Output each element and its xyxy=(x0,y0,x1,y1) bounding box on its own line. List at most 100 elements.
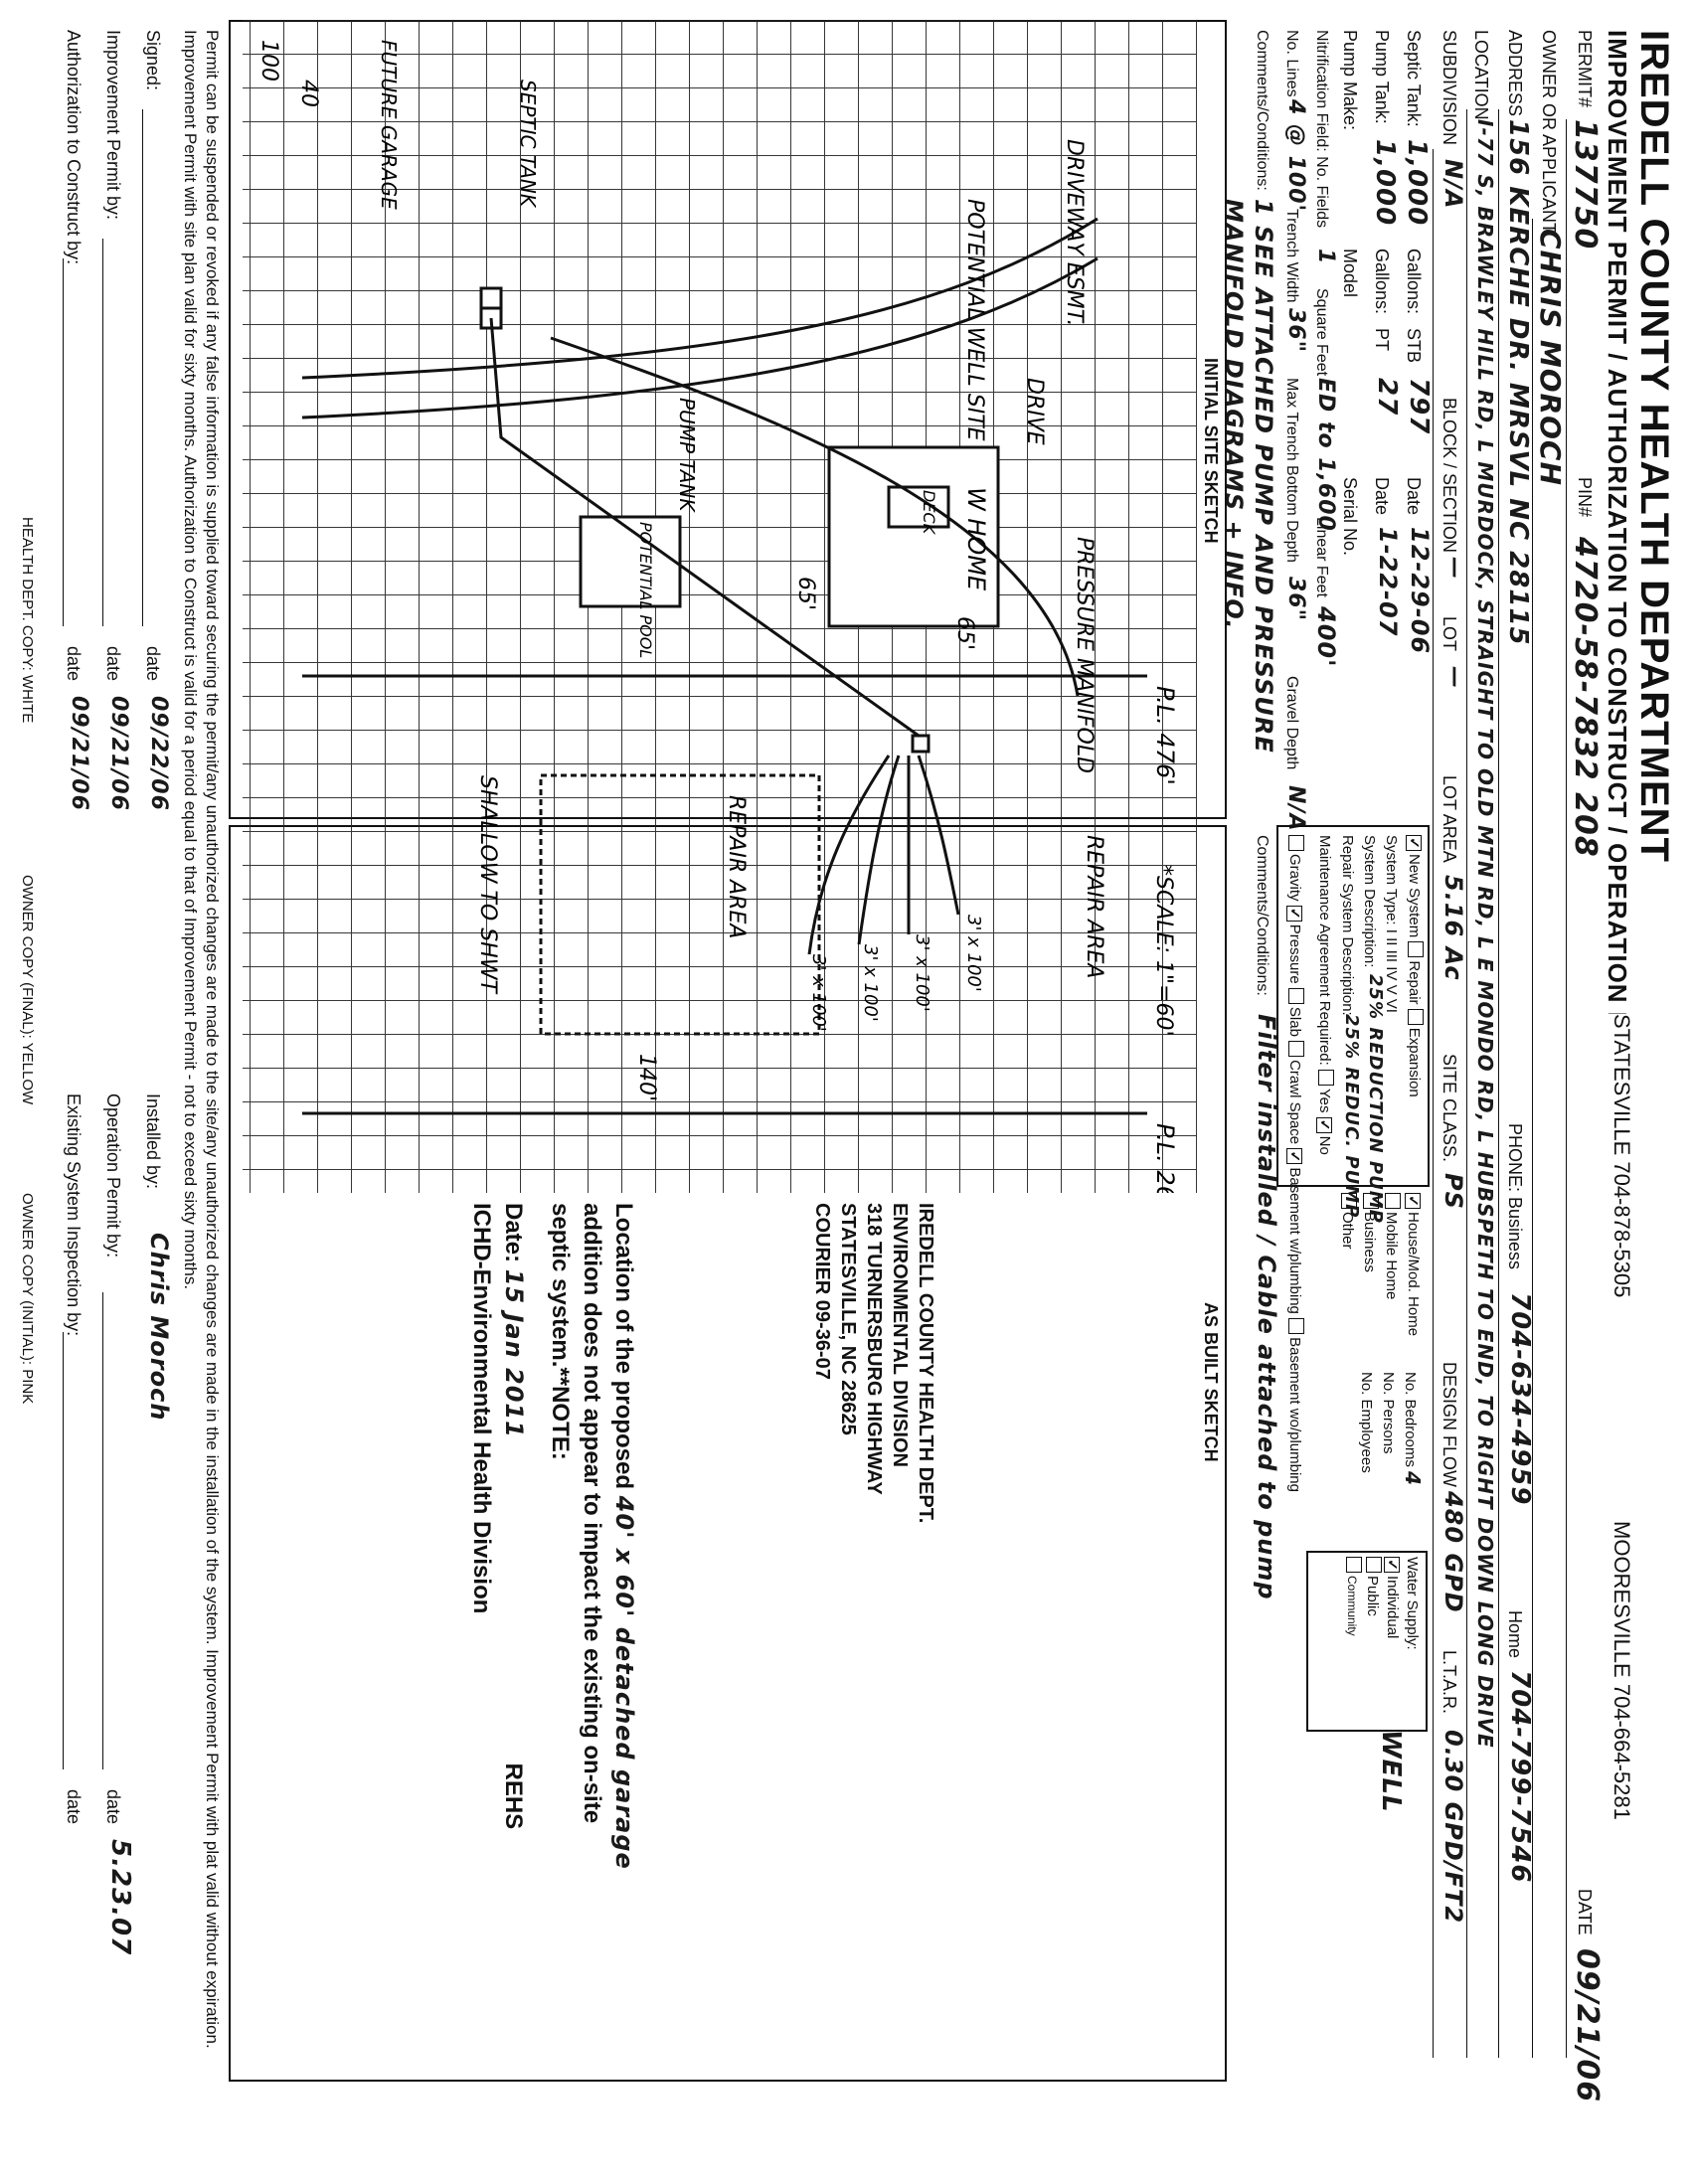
potential-well-label: POTENTIAL WELL SITE xyxy=(962,199,987,441)
existing-date-label: date xyxy=(64,1789,84,1825)
shallow-label: SHALLOW TO SHWT xyxy=(475,775,500,994)
installed-label: Installed by: xyxy=(143,1093,163,1190)
gallons-label: Gallons: xyxy=(1404,249,1424,315)
water-supply-label: Water Supply: xyxy=(1404,1557,1421,1650)
linear-feet-value: 400' xyxy=(1312,606,1340,668)
address-value: 156 KERCHE DR. MRSVL NC 28115 xyxy=(1503,119,1533,646)
maintenance-no-checkbox[interactable]: ✓ xyxy=(1316,1116,1333,1133)
received-stamp: IREDELL COUNTY HEALTH DEPT. ENVIRONMENTA… xyxy=(811,1203,936,1524)
design-flow-value: 480 GPD xyxy=(1440,1491,1467,1613)
owner-label: OWNER OR APPLICANT xyxy=(1539,30,1559,235)
asbuilt-sketch-label: AS BUILT SKETCH xyxy=(1201,1302,1221,1462)
water-supply-box: Water Supply: ✓Individual Public Communi… xyxy=(1306,1551,1428,1732)
repair-description-value: 25% REDUC. PUMP xyxy=(1341,1014,1362,1219)
no-lines-label: No. Lines xyxy=(1283,30,1300,97)
pt-date-label: Date xyxy=(1372,477,1392,516)
gravity-checkbox[interactable] xyxy=(1288,835,1304,851)
max-trench-value: 36" xyxy=(1283,577,1308,622)
asbuilt-comments-value: Filter installed / Cable attached to pum… xyxy=(1253,1014,1280,1600)
note-date-value: 15 Jan 2011 xyxy=(500,1268,528,1438)
pool-outline xyxy=(579,515,682,608)
operation-date-label: date xyxy=(103,1789,123,1825)
improvement-signature-line xyxy=(102,239,103,626)
operation-signature-line xyxy=(102,1292,103,1769)
house-mod-checkbox[interactable]: ✓ xyxy=(1405,1193,1422,1209)
other-checkbox[interactable] xyxy=(1341,1193,1357,1209)
square-feet-value: ED to 1,600 xyxy=(1313,378,1338,532)
block-label: BLOCK / SECTION xyxy=(1440,398,1459,554)
repair-description-label: Repair System Description: xyxy=(1339,835,1356,1016)
business-checkbox[interactable] xyxy=(1363,1193,1379,1209)
dim-65-b: 65' xyxy=(793,577,818,610)
new-system-checkbox[interactable]: ✓ xyxy=(1406,835,1423,851)
home-phone-label: Home xyxy=(1505,1610,1525,1659)
maintenance-row: Maintenance Agreement Required: Yes ✓No xyxy=(1316,835,1334,1155)
business-phone: 704-634-4959 xyxy=(1505,1292,1535,1506)
note-garage-value: 40' x 60' detached garage xyxy=(610,1495,638,1870)
pl-476: P.L. 476' xyxy=(1151,686,1179,785)
copy-white: HEALTH DEPT. COPY: WHITE xyxy=(19,517,36,724)
location-value: I-77 S, BRAWLEY HILL RD, L MURDOCK, STRA… xyxy=(1473,119,1497,1749)
pump-tank-label: PUMP TANK xyxy=(675,398,699,513)
repair-checkbox[interactable] xyxy=(1408,941,1424,958)
site-sketch-drawing: DRIVEWAY ESMT. POTENTIAL WELL SITE DRIVE… xyxy=(256,40,1179,1193)
operation-date: 5.23.07 xyxy=(105,1839,135,1956)
slab-checkbox[interactable] xyxy=(1288,987,1304,1004)
home-outline xyxy=(827,445,1000,628)
ltar-label: L.T.A.R. xyxy=(1440,1650,1459,1715)
basement-plumbing-checkbox[interactable]: ✓ xyxy=(1286,1148,1303,1165)
home-phone: 704-799-7546 xyxy=(1505,1670,1535,1884)
improvement-date: 09/21/06 xyxy=(106,696,131,811)
signed-label: Signed: xyxy=(143,30,163,91)
pump-tank-label: Pump Tank: xyxy=(1372,30,1392,124)
comments-value: 1 SEE ATTACHED PUMP AND PRESSURE MANIFOL… xyxy=(1220,199,1277,754)
model-label: Model xyxy=(1340,249,1360,298)
lot-area-label: LOT AREA xyxy=(1440,775,1459,863)
copy-pink: OWNER COPY (INITIAL): PINK xyxy=(19,1193,36,1405)
community-checkbox[interactable] xyxy=(1346,1557,1362,1573)
department-title: IREDELL COUNTY HEALTH DEPARTMENT xyxy=(1632,30,1676,863)
individual-checkbox[interactable]: ✓ xyxy=(1384,1557,1401,1573)
septic-tank-label: SEPTIC TANK xyxy=(516,80,540,209)
pump-tank-value: 1,000 xyxy=(1370,139,1400,227)
stb-label: STB xyxy=(1404,328,1424,364)
signed-date: 09/22/06 xyxy=(146,696,171,811)
permit-value: 137750 xyxy=(1568,119,1603,251)
line-3-label: 3' x 100' xyxy=(860,944,881,1022)
permit-subtitle: IMPROVEMENT PERMIT / AUTHORIZATION TO CO… xyxy=(1603,30,1632,1014)
stb-value: 797 xyxy=(1404,378,1434,435)
asbuilt-comments-label: Comments/Conditions: xyxy=(1254,835,1270,996)
design-flow-label: DESIGN FLOW xyxy=(1440,1362,1459,1488)
nitrification-label: Nitrification Field: No. Fields xyxy=(1313,30,1330,229)
building-type-list: ✓House/Mod. Home Mobile Home Business Ot… xyxy=(1336,1193,1424,1336)
system-description-label: System Description: xyxy=(1361,835,1378,968)
system-description-value: 25% REDUCTION PUMP xyxy=(1365,974,1386,1224)
mooresville-phone: MOORESVILLE 704-664-5281 xyxy=(1609,1521,1634,1820)
lot-area-value: 5.16 Ac xyxy=(1440,875,1467,981)
dim-40: 40 xyxy=(296,80,321,107)
drive-label: DRIVE xyxy=(1022,378,1047,445)
improvement-date-label: date xyxy=(103,646,123,682)
date-label: DATE xyxy=(1575,1889,1595,1935)
site-class-label: SITE CLASS. xyxy=(1440,1054,1459,1163)
dim-100: 100 xyxy=(256,40,281,82)
septic-tank-value: 1,000 xyxy=(1402,139,1432,227)
public-checkbox[interactable] xyxy=(1366,1557,1382,1573)
maintenance-yes-checkbox[interactable] xyxy=(1318,1069,1334,1086)
initial-sketch-label: INITIAL SITE SKETCH xyxy=(1201,358,1221,544)
employees-label: No. Employees xyxy=(1358,1372,1375,1473)
line-1-label: 3' x 100' xyxy=(963,915,984,992)
basement-no-plumbing-checkbox[interactable] xyxy=(1288,1318,1304,1335)
foundation-row: Gravity ✓Pressure Slab Crawl Space ✓Base… xyxy=(1286,835,1304,1492)
gravel-depth-label: Gravel Depth xyxy=(1283,676,1300,770)
pump-gallons-label: Gallons: xyxy=(1372,249,1392,315)
mobile-home-checkbox[interactable] xyxy=(1385,1193,1401,1209)
pin-label: PIN# xyxy=(1575,477,1595,518)
crawl-space-checkbox[interactable] xyxy=(1288,1041,1304,1058)
pressure-checkbox[interactable]: ✓ xyxy=(1286,905,1303,922)
expansion-checkbox[interactable] xyxy=(1408,1008,1424,1025)
pt-value: 27 xyxy=(1372,378,1402,417)
ltar-value: 0.30 GPD/FT2 xyxy=(1440,1730,1467,1925)
bedrooms-value: 4 xyxy=(1401,1471,1425,1486)
new-system-option[interactable]: ✓New System Repair Expansion xyxy=(1406,835,1424,1097)
